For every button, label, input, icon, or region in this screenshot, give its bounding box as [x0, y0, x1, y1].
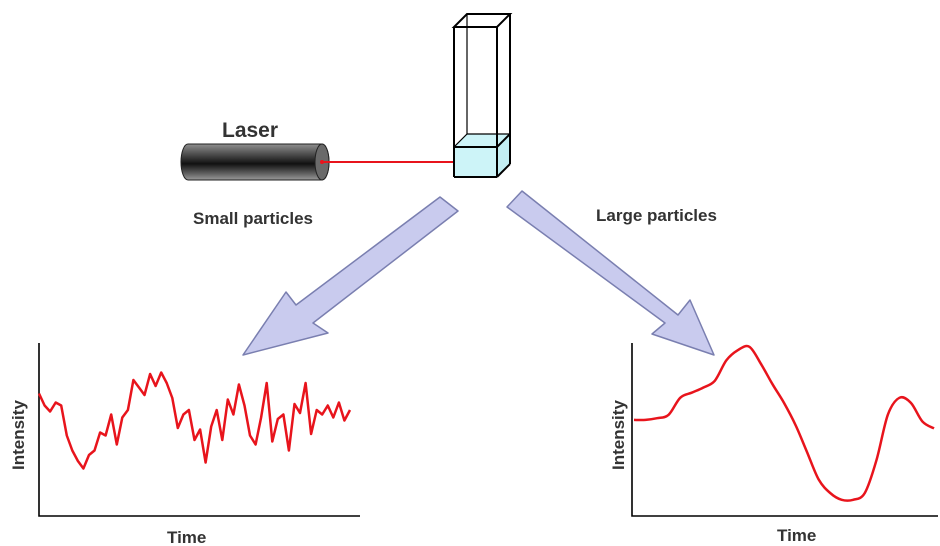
cuvette-liquid-front [454, 147, 497, 177]
arrow-to-large [506, 190, 715, 356]
x-axis-label: Time [777, 526, 816, 545]
laser-device [180, 143, 330, 181]
cuvette [451, 13, 513, 178]
y-axis-label: Intensity [9, 400, 28, 470]
x-axis-label: Time [167, 528, 206, 546]
small-particles-chart: Time Intensity [9, 343, 360, 546]
large-particles-chart: Time Intensity [609, 343, 938, 545]
data-line [37, 371, 352, 470]
arrow-to-small [242, 196, 459, 356]
small-particles-label: Small particles [193, 209, 313, 228]
y-axis-label: Intensity [609, 400, 628, 470]
data-line [633, 344, 935, 502]
chart-axes [631, 343, 938, 517]
laser-label: Laser [222, 119, 278, 142]
chart-axes [38, 343, 360, 517]
large-particles-label: Large particles [596, 206, 717, 225]
